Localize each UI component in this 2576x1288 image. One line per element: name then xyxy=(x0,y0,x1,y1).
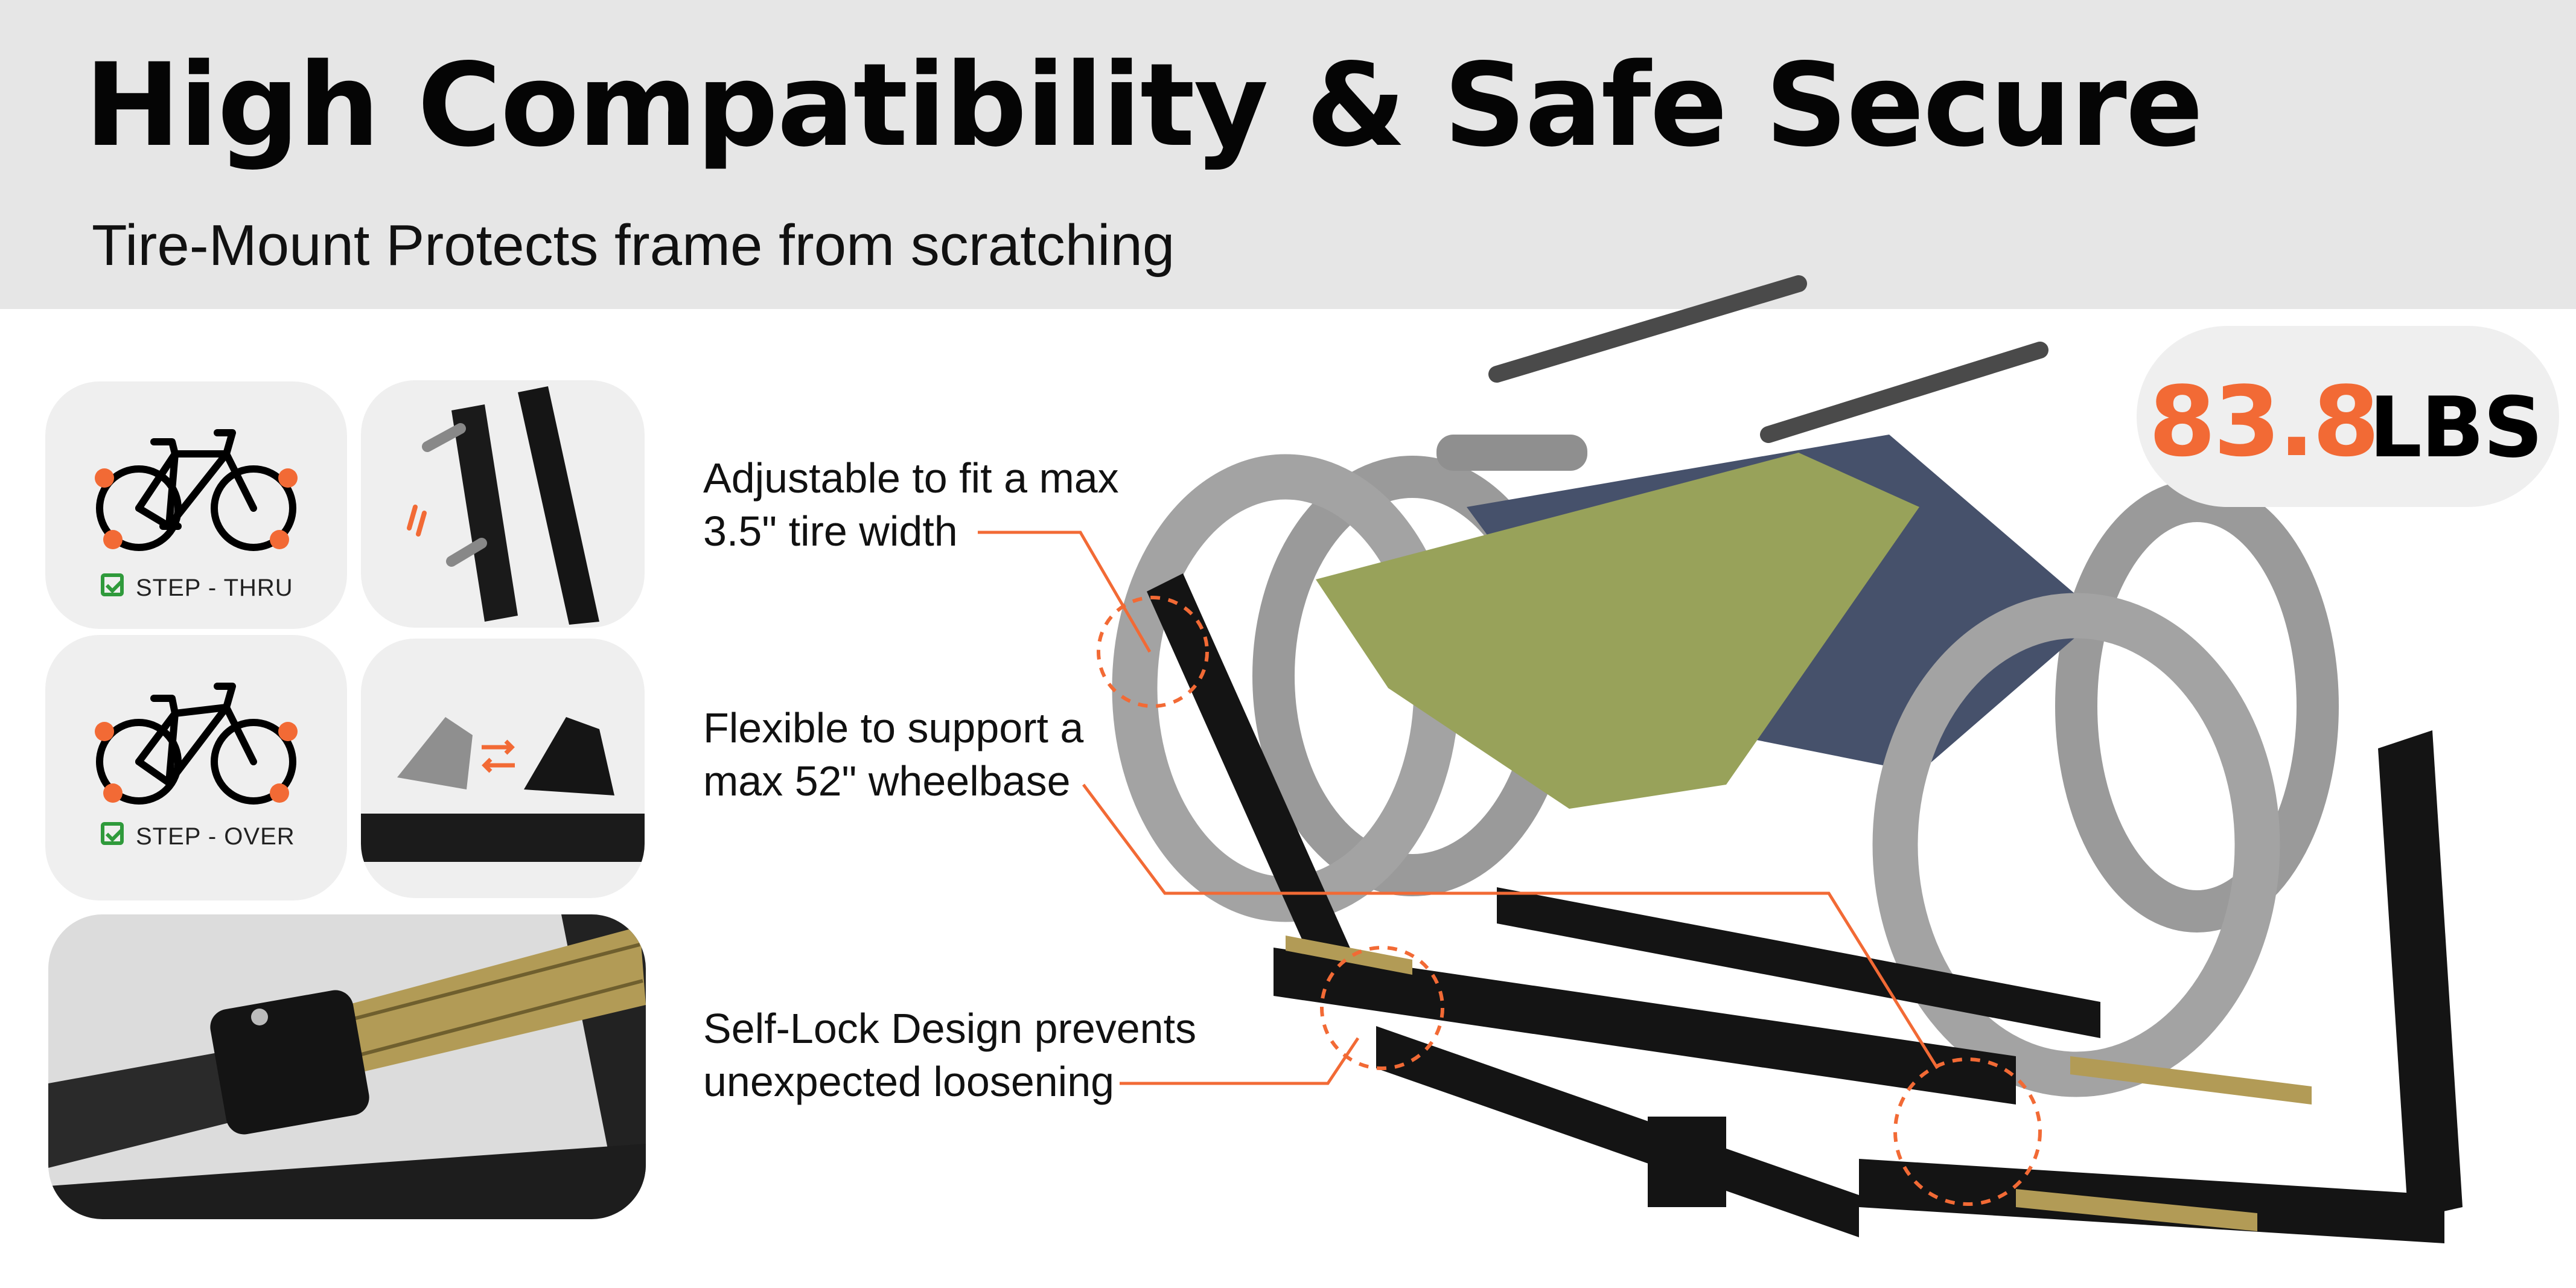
callout-line: max 52" wheelbase xyxy=(703,757,1071,805)
handlebars xyxy=(1488,275,2048,443)
step-over-label: STEP - OVER xyxy=(136,823,295,850)
callout-line: Adjustable to fit a max xyxy=(703,454,1119,502)
front-ebike-frame xyxy=(1316,453,1919,809)
step-thru-bicycle-icon xyxy=(95,429,298,551)
self-lock-callout: Self-Lock Design prevents unexpected loo… xyxy=(703,1002,1196,1108)
header-band xyxy=(0,0,2576,309)
step-thru-card: STEP - THRU xyxy=(45,381,347,629)
callout-line: Flexible to support a xyxy=(703,704,1084,751)
checkbox-icon xyxy=(101,822,124,845)
step-over-bicycle-icon xyxy=(95,683,298,805)
ratchet-strap-image xyxy=(48,914,646,1219)
weight-badge xyxy=(2137,326,2559,507)
front-ebike-seat xyxy=(1436,435,1587,471)
weight-value: 83.8 xyxy=(2149,365,2380,478)
wheel-cradle-image xyxy=(361,717,645,862)
ratchet-straps xyxy=(1286,936,2312,1231)
page-subtitle: Tire-Mount Protects frame from scratchin… xyxy=(92,213,1175,278)
tire-width-highlight-circle xyxy=(1097,596,1209,708)
ratchet-strap-card xyxy=(48,914,646,1219)
adjustable-arm-image xyxy=(407,386,599,625)
wheelbase-callout: Flexible to support a max 52" wheelbase xyxy=(703,701,1083,808)
self-lock-highlight-circle xyxy=(1320,946,1444,1070)
callout-line: 3.5" tire width xyxy=(703,508,958,555)
checkbox-icon xyxy=(101,573,124,596)
wheelbase-highlight-circle xyxy=(1893,1057,2042,1206)
page-title: High Compatibility & Safe Secure xyxy=(84,39,2204,172)
adjustable-arm-card xyxy=(361,380,645,628)
step-thru-label: STEP - THRU xyxy=(136,575,293,601)
tire-width-callout: Adjustable to fit a max 3.5" tire width xyxy=(703,451,1119,558)
bike-rack-product-image xyxy=(1112,275,2463,1243)
wheel-cradle-card xyxy=(361,639,645,898)
step-over-card: STEP - OVER xyxy=(45,635,347,901)
callout-line: Self-Lock Design prevents xyxy=(703,1005,1197,1052)
weight-unit: LBS xyxy=(2369,379,2543,476)
callout-line: unexpected loosening xyxy=(703,1058,1115,1105)
